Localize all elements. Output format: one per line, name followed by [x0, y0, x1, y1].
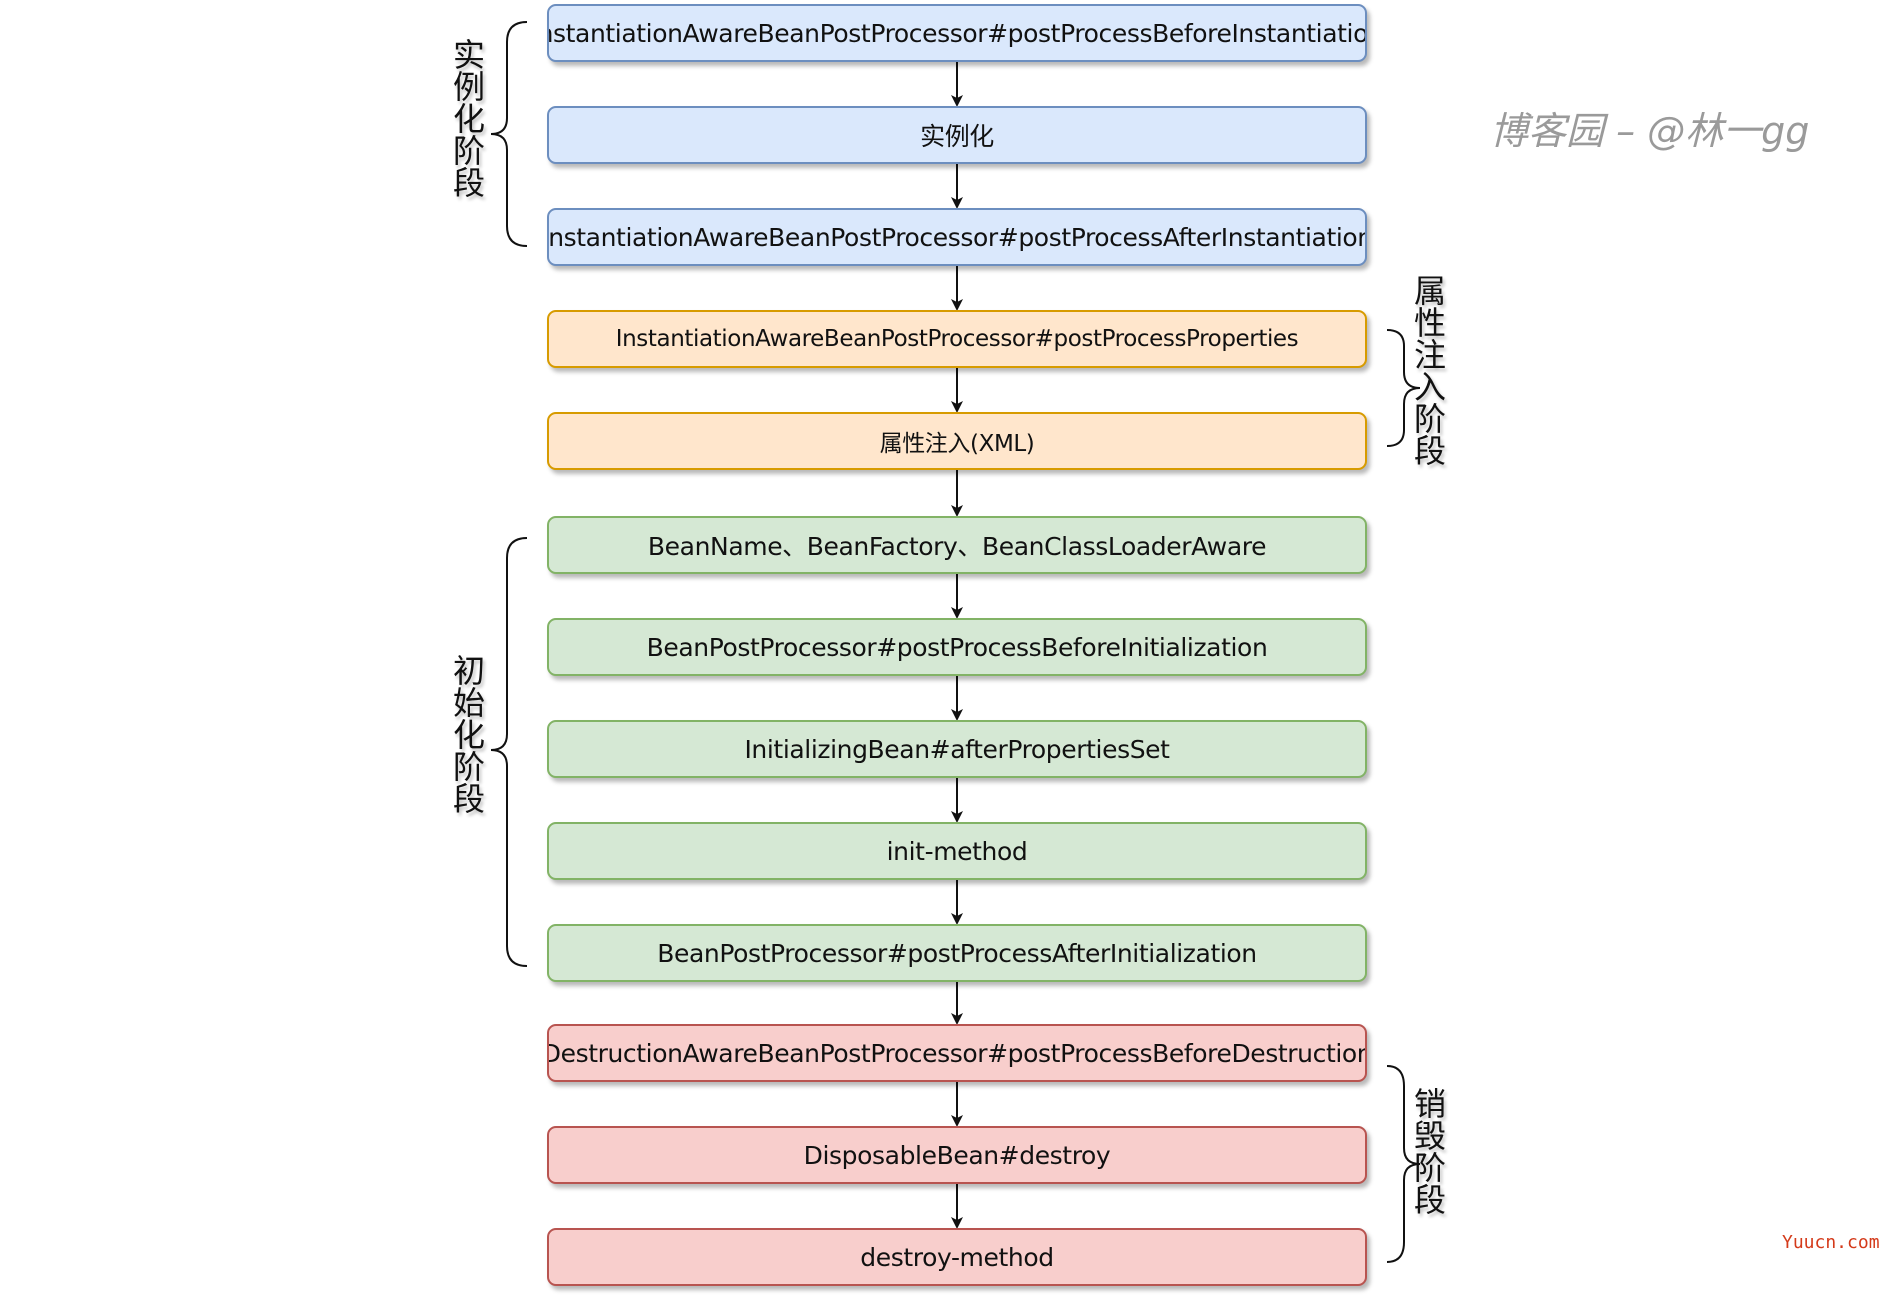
- brace-instantiation: [490, 21, 528, 247]
- step-disposable-destroy: DisposableBean#destroy: [547, 1126, 1367, 1184]
- phase-label-initialization: 初始化阶段: [448, 654, 486, 814]
- step-instantiation: 实例化: [547, 106, 1367, 164]
- step-init-method: init-method: [547, 822, 1367, 880]
- step-post-process-properties: InstantiationAwareBeanPostProcessor#post…: [547, 310, 1367, 368]
- step-property-injection-xml: 属性注入(XML): [547, 412, 1367, 470]
- phase-label-destruction: 销毁阶段: [1409, 1087, 1447, 1215]
- step-post-instantiation: InstantiationAwareBeanPostProcessor#post…: [547, 208, 1367, 266]
- step-before-initialization: BeanPostProcessor#postProcessBeforeIniti…: [547, 618, 1367, 676]
- step-destroy-method: destroy-method: [547, 1228, 1367, 1286]
- phase-label-instantiation: 实例化阶段: [448, 38, 486, 198]
- step-before-destruction: DestructionAwareBeanPostProcessor#postPr…: [547, 1024, 1367, 1082]
- step-pre-instantiation: InstantiationAwareBeanPostProcessor#post…: [547, 4, 1367, 62]
- phase-label-property-injection: 属性注入阶段: [1409, 274, 1447, 466]
- step-after-initialization: BeanPostProcessor#postProcessAfterInitia…: [547, 924, 1367, 982]
- brace-destruction: [1386, 1065, 1421, 1263]
- watermark-text: 博客园 – @林一gg: [1490, 109, 1810, 153]
- brace-initialization: [490, 537, 528, 967]
- step-after-properties-set: InitializingBean#afterPropertiesSet: [547, 720, 1367, 778]
- step-aware-callbacks: BeanName、BeanFactory、BeanClassLoaderAwar…: [547, 516, 1367, 574]
- brace-property-injection: [1386, 329, 1421, 447]
- corner-mark: Yuucn.com: [1782, 1232, 1880, 1253]
